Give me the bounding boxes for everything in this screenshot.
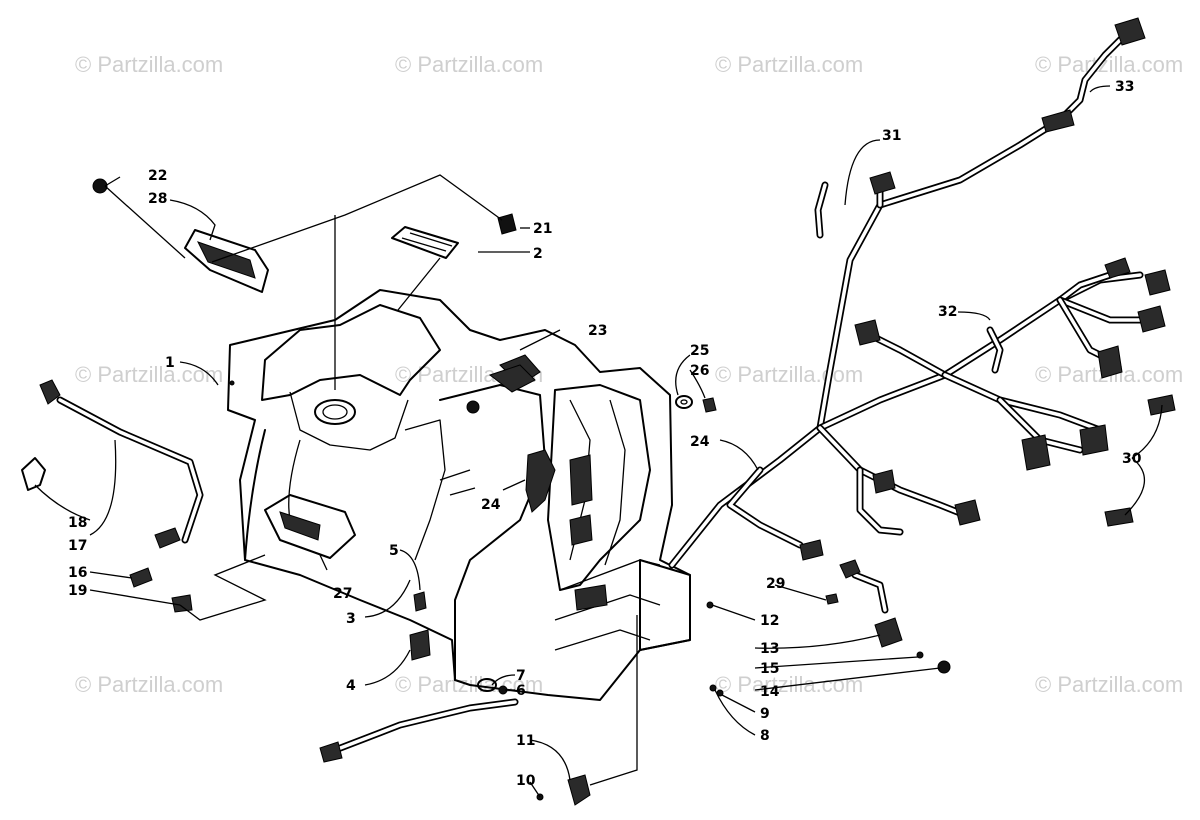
throttle-cable	[39, 379, 204, 549]
clip	[497, 213, 517, 235]
callout: 32	[938, 304, 957, 320]
gauge-bracket	[264, 494, 356, 559]
watermark: © Partzilla.com	[715, 362, 863, 387]
callout: 17	[68, 538, 87, 554]
callout: 23	[588, 323, 607, 339]
callout: 11	[516, 733, 535, 749]
callout: 3	[346, 611, 356, 627]
callout: 2	[533, 246, 543, 262]
brake-lever	[21, 457, 46, 491]
callout: 10	[516, 773, 536, 789]
instrument-panel-housing	[92, 178, 269, 293]
watermark: © Partzilla.com	[1035, 52, 1183, 77]
callout: 24	[481, 497, 501, 513]
callout: 24	[690, 434, 710, 450]
callout: 26	[690, 363, 709, 379]
watermark: © Partzilla.com	[75, 362, 223, 387]
hood-latch	[525, 449, 556, 513]
wiring-harness	[668, 17, 1176, 569]
callout: 8	[760, 728, 770, 744]
callout: 14	[760, 684, 780, 700]
callout: 30	[1122, 451, 1142, 467]
mount-bracket	[488, 364, 536, 393]
callout-labels: 1 2 3 4 5 6 7 8 9 10 11 12 13 14 15 16 1…	[68, 79, 1142, 789]
nut	[709, 684, 717, 692]
callout: 31	[882, 128, 901, 144]
callout: 28	[148, 191, 167, 207]
callout: 1	[165, 355, 175, 371]
callout: 19	[68, 583, 87, 599]
callout: 7	[516, 668, 526, 684]
watermark: © Partzilla.com	[1035, 672, 1183, 697]
switch	[129, 567, 153, 588]
callout: 29	[766, 576, 785, 592]
watermark: © Partzilla.com	[715, 52, 863, 77]
ground-cable	[319, 698, 519, 763]
callout: 18	[68, 515, 87, 531]
switch-nut	[171, 594, 193, 613]
callout: 6	[516, 683, 526, 699]
callout: 4	[346, 678, 356, 694]
watermark: © Partzilla.com	[395, 52, 543, 77]
watermark: © Partzilla.com	[75, 52, 223, 77]
console-body	[227, 289, 691, 701]
cable-clamp	[567, 774, 591, 806]
callout: 25	[690, 343, 709, 359]
callout: 21	[533, 221, 552, 237]
watermark: © Partzilla.com	[75, 672, 223, 697]
callout: 12	[760, 613, 779, 629]
callout: 16	[68, 565, 87, 581]
callout: 15	[760, 661, 779, 677]
callout: 5	[389, 543, 399, 559]
callout: 22	[148, 168, 167, 184]
leader-lines	[34, 85, 1163, 798]
grommet	[675, 395, 717, 413]
washer	[477, 678, 497, 692]
callout: 27	[333, 586, 352, 602]
callout: 33	[1115, 79, 1134, 95]
voltage-regulator	[839, 559, 951, 674]
watermark: © Partzilla.com	[715, 672, 863, 697]
bracket-small	[409, 629, 431, 661]
callout: 9	[760, 706, 770, 722]
decal	[391, 226, 459, 259]
screw-29	[825, 593, 839, 605]
spring-clip	[413, 591, 427, 612]
callout: 13	[760, 641, 779, 657]
